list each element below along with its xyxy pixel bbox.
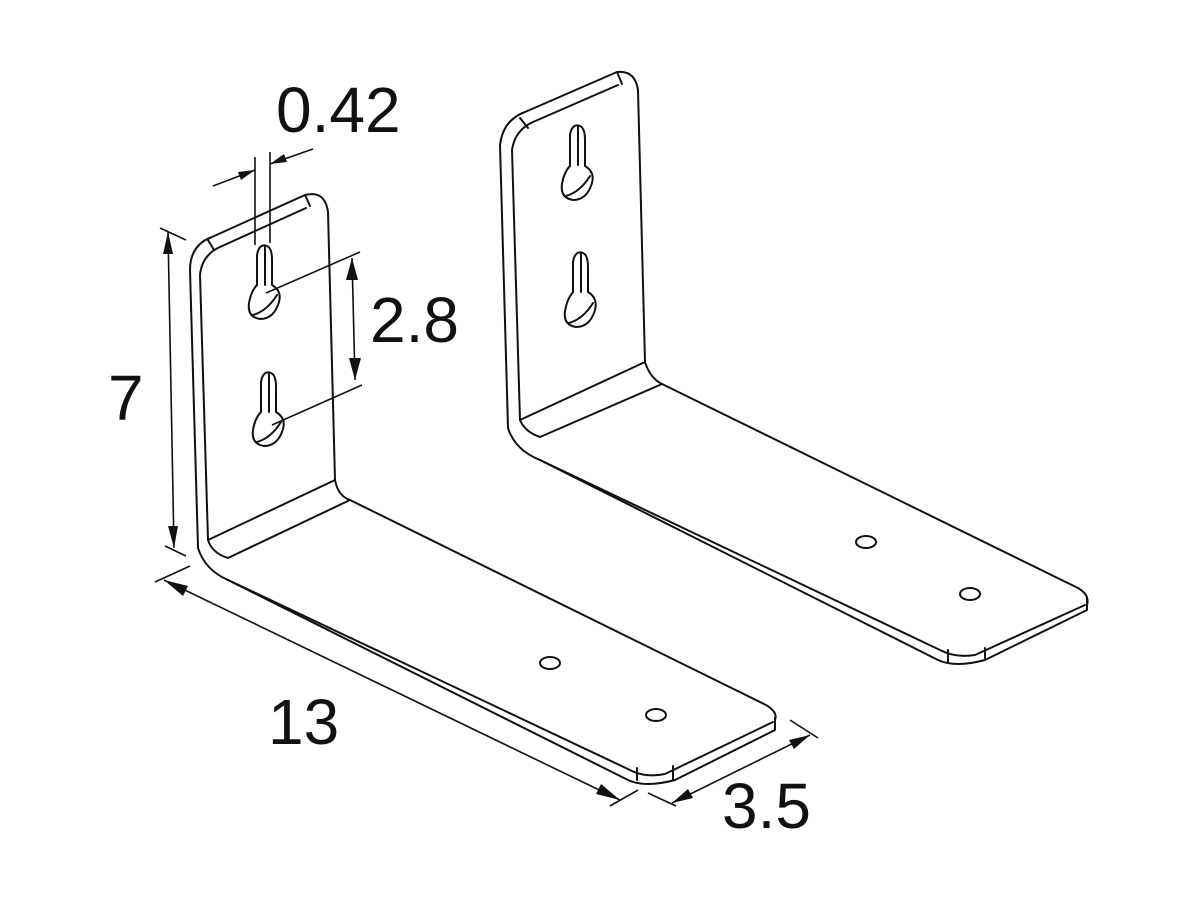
front-keyhole-slot-2 [251, 371, 285, 447]
dimension-length [154, 565, 639, 807]
rear-keyhole-slot-1 [560, 124, 594, 201]
dimension-height [159, 227, 187, 557]
label-height: 7 [108, 362, 144, 434]
rear-mounting-hole-1 [855, 535, 877, 549]
dimension-slot-width [212, 148, 314, 245]
front-bracket [189, 193, 777, 785]
rear-bracket [499, 70, 1089, 665]
dimension-width [647, 719, 819, 807]
rear-mounting-hole-2 [959, 587, 981, 601]
front-mounting-hole-2 [645, 708, 667, 722]
label-slot-width: 0.42 [276, 74, 401, 146]
rear-keyhole-slot-2 [563, 251, 597, 328]
label-slot-spacing: 2.8 [370, 284, 459, 356]
front-mounting-hole-1 [539, 656, 561, 670]
label-width: 3.5 [722, 770, 811, 842]
dimension-slot-spacing [265, 251, 363, 426]
label-length: 13 [268, 686, 340, 758]
front-keyhole-slot-1 [247, 244, 281, 320]
